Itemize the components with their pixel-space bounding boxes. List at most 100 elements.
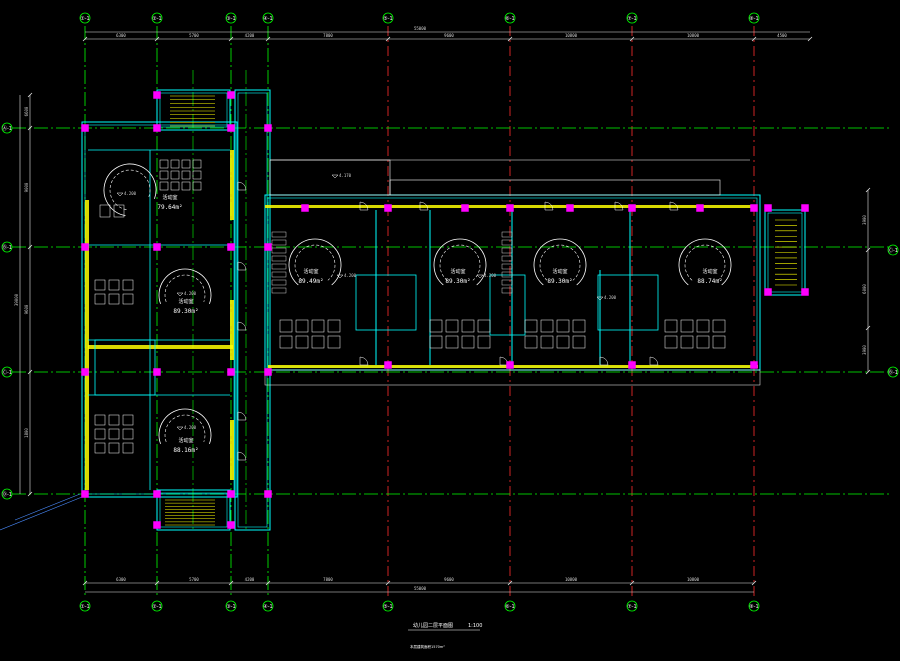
desk bbox=[445, 319, 459, 333]
desk bbox=[122, 293, 134, 305]
door-swing bbox=[237, 321, 247, 331]
axis-bubble-bottom bbox=[504, 600, 516, 612]
axis-bubble-bottom bbox=[262, 600, 274, 612]
axis-label-bottom: ⑤-1 bbox=[383, 604, 392, 610]
dimension-text: 10800 bbox=[687, 33, 700, 38]
desk bbox=[108, 293, 120, 305]
desk bbox=[696, 335, 710, 349]
desk bbox=[94, 279, 106, 291]
door-swing bbox=[237, 261, 247, 271]
dimension-tick bbox=[865, 247, 871, 253]
desk bbox=[94, 414, 106, 426]
east-stair-wall bbox=[764, 209, 806, 296]
structural-column bbox=[264, 243, 272, 251]
dimension-tick bbox=[265, 580, 271, 586]
corridor-canopy bbox=[389, 179, 721, 196]
desk bbox=[540, 319, 554, 333]
level-marker bbox=[476, 274, 484, 279]
dimension-text: 4500 bbox=[777, 33, 787, 38]
chair bbox=[271, 231, 287, 238]
axis-bubble-bottom bbox=[151, 600, 163, 612]
structural-column bbox=[153, 124, 161, 132]
structural-column bbox=[153, 91, 161, 99]
axis-lines bbox=[1, 12, 899, 612]
level-marker bbox=[336, 274, 344, 279]
desk bbox=[477, 319, 491, 333]
desk bbox=[429, 335, 443, 349]
structural-column bbox=[264, 368, 272, 376]
columns-layer bbox=[81, 91, 809, 529]
dimension-text: 6300 bbox=[116, 577, 126, 582]
structural-column bbox=[750, 204, 758, 212]
desk bbox=[461, 319, 475, 333]
room-name: 活动室 bbox=[162, 194, 177, 201]
axis-label-bottom: ⑧-1 bbox=[749, 604, 758, 610]
north-stair-wall bbox=[156, 89, 231, 131]
axis-bubble-right bbox=[887, 244, 899, 256]
window-glazing bbox=[230, 300, 234, 360]
dimension-tick bbox=[751, 580, 757, 586]
window-glazing bbox=[230, 150, 234, 220]
room-name: 活动室 bbox=[450, 268, 465, 275]
dimension-tick bbox=[807, 36, 813, 42]
dimension-tick bbox=[27, 92, 33, 98]
structural-column bbox=[81, 243, 89, 251]
level-marker bbox=[596, 296, 604, 301]
axis-bubble-left bbox=[1, 488, 13, 500]
leader-line bbox=[14, 493, 81, 521]
chair bbox=[501, 279, 513, 286]
axis-bubble-top bbox=[382, 12, 394, 24]
level-marker bbox=[116, 192, 124, 197]
dimension-total-left: 39000 bbox=[14, 293, 19, 306]
reading-circle bbox=[158, 268, 212, 305]
door-swing bbox=[599, 356, 609, 366]
axis-bubble-right bbox=[887, 366, 899, 378]
structural-column bbox=[227, 243, 235, 251]
axis-label-bottom: ②-1 bbox=[152, 604, 161, 610]
desk bbox=[122, 279, 134, 291]
dimension-text: 3900 bbox=[862, 345, 867, 355]
axis-label-bottom: ③-1 bbox=[226, 604, 235, 610]
dimension-tick bbox=[629, 580, 635, 586]
leader-line bbox=[0, 496, 83, 531]
desk bbox=[94, 442, 106, 454]
axis-bubble-top bbox=[504, 12, 516, 24]
service-core bbox=[94, 339, 156, 396]
door-swing bbox=[237, 181, 247, 191]
reading-circle bbox=[678, 238, 732, 286]
chair bbox=[271, 287, 287, 294]
window-glazing bbox=[230, 420, 234, 480]
dimension-text: 3900 bbox=[862, 215, 867, 225]
room-area: 89.30m² bbox=[173, 308, 198, 315]
structural-column bbox=[81, 490, 89, 498]
reading-circle-chairs bbox=[684, 244, 726, 281]
room-name: 活动室 bbox=[702, 268, 717, 275]
door-swing bbox=[237, 411, 247, 421]
room-area: 89.30m² bbox=[445, 278, 470, 285]
reading-circle-chairs bbox=[164, 414, 206, 442]
level-text: 4.200 bbox=[604, 295, 617, 300]
desk bbox=[664, 319, 678, 333]
dimension-text: 6300 bbox=[116, 33, 126, 38]
dimension-text: 1800 bbox=[24, 428, 29, 438]
desk bbox=[327, 319, 341, 333]
desk bbox=[311, 319, 325, 333]
desk bbox=[461, 335, 475, 349]
structural-column bbox=[801, 288, 809, 296]
structural-column bbox=[506, 204, 514, 212]
reading-circle-chairs bbox=[439, 244, 481, 281]
chair bbox=[271, 263, 287, 270]
link-block-wall-inner bbox=[237, 92, 268, 528]
door-swing bbox=[359, 201, 369, 211]
desk bbox=[477, 335, 491, 349]
door-swing bbox=[649, 356, 659, 366]
structural-column bbox=[81, 368, 89, 376]
desk bbox=[108, 428, 120, 440]
dimension-text: 6000 bbox=[862, 284, 867, 294]
reading-circle bbox=[433, 238, 487, 286]
chair bbox=[501, 231, 513, 238]
desk bbox=[108, 279, 120, 291]
toilet-block bbox=[355, 274, 417, 331]
dimension-total-top: 55000 bbox=[414, 26, 427, 31]
door-swing bbox=[614, 201, 624, 211]
